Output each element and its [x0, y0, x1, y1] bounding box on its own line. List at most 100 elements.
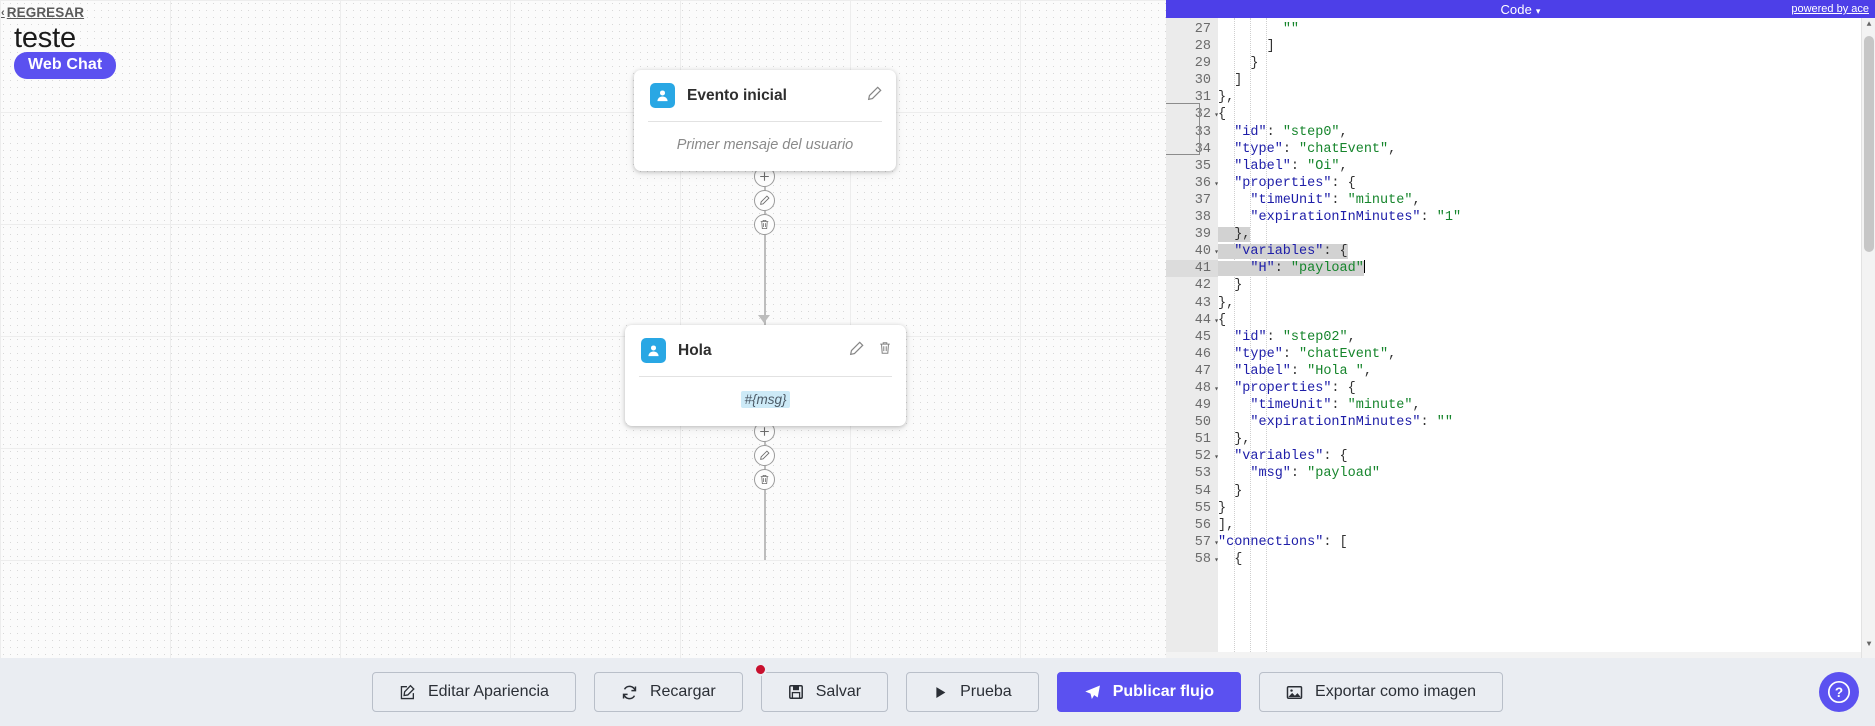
publish-button[interactable]: Publicar flujo [1056, 672, 1242, 712]
code-line-49[interactable]: "timeUnit": "minute", [1250, 398, 1421, 414]
code-line-45[interactable]: "id": "step02", [1234, 329, 1356, 345]
code-line-55[interactable]: } [1218, 500, 1227, 516]
code-line-41[interactable]: "H": "payload" [1218, 260, 1861, 277]
gutter-line-35[interactable]: 35 [1194, 158, 1211, 174]
code-line-31[interactable]: }, [1218, 90, 1235, 106]
code-line-32[interactable]: { [1218, 107, 1227, 123]
help-button[interactable]: ? [1819, 672, 1859, 712]
editor-horizontal-scrollbar[interactable] [1166, 652, 1861, 658]
gutter-line-50[interactable]: 50 [1194, 415, 1211, 431]
gutter-line-28[interactable]: 28 [1194, 39, 1211, 55]
code-line-35[interactable]: "label": "Oi", [1234, 158, 1348, 174]
gutter-line-43[interactable]: 43 [1194, 295, 1211, 311]
export-image-button[interactable]: Exportar como imagen [1259, 672, 1504, 712]
code-line-29[interactable]: } [1218, 56, 1259, 72]
test-button[interactable]: Prueba [906, 672, 1039, 712]
edit-step-button[interactable] [754, 190, 775, 211]
gutter-line-38[interactable]: 38 [1194, 210, 1211, 226]
code-line-36[interactable]: "properties": { [1234, 175, 1356, 191]
code-line-54[interactable]: } [1218, 483, 1243, 499]
code-line-42[interactable]: } [1218, 278, 1243, 294]
pencil-icon[interactable] [867, 85, 882, 106]
gutter-line-47[interactable]: 47 [1194, 363, 1211, 379]
code-line-28[interactable]: ] [1218, 39, 1275, 55]
ace-credit-link[interactable]: powered by ace [1791, 3, 1869, 15]
scroll-up-arrow-icon[interactable]: ▲ [1866, 20, 1872, 30]
flow-node-hola[interactable]: Hola #{msg} [625, 325, 906, 426]
flow-canvas[interactable]: ‹ REGRESAR teste Web Chat [0, 0, 1166, 658]
code-line-34[interactable]: "type": "chatEvent", [1234, 141, 1397, 157]
code-line-30[interactable]: ] [1218, 73, 1243, 89]
fold-toggle-icon[interactable]: ▾ [1214, 555, 1219, 565]
editor-vertical-scrollbar[interactable]: ▲ ▼ [1861, 18, 1875, 658]
gutter-line-39[interactable]: 39 [1194, 227, 1211, 243]
edit-appearance-button[interactable]: Editar Apariencia [371, 672, 576, 712]
code-line-27[interactable]: "" [1282, 22, 1300, 37]
delete-step-button[interactable] [754, 469, 775, 490]
gutter-line-45[interactable]: 45 [1194, 329, 1211, 345]
gutter-line-56[interactable]: 56 [1194, 517, 1211, 533]
gutter-line-33[interactable]: 33 [1194, 124, 1211, 140]
gutter-line-37[interactable]: 37 [1194, 192, 1211, 208]
code-line-56[interactable]: ], [1218, 517, 1235, 533]
code-line-50[interactable]: "expirationInMinutes": "" [1250, 415, 1453, 431]
fold-toggle-icon[interactable]: ▾ [1214, 179, 1219, 189]
gutter-line-55[interactable]: 55 [1194, 500, 1211, 516]
code-line-37[interactable]: "timeUnit": "minute", [1250, 192, 1421, 208]
code-line-58[interactable]: { [1218, 551, 1243, 567]
fold-toggle-icon[interactable]: ▾ [1214, 538, 1219, 548]
code-line-52[interactable]: "variables": { [1234, 449, 1348, 465]
fold-toggle-icon[interactable]: ▾ [1214, 453, 1219, 463]
gutter-line-29[interactable]: 29 [1194, 56, 1211, 72]
save-button[interactable]: Salvar [753, 663, 889, 712]
back-link[interactable]: ‹ REGRESAR [1, 5, 84, 20]
connector-tools-2[interactable] [754, 421, 775, 490]
code-line-33[interactable]: "id": "step0", [1234, 124, 1348, 140]
gutter-line-36[interactable]: 36▾ [1166, 175, 1219, 192]
gutter-line-53[interactable]: 53 [1194, 466, 1211, 482]
editor-code-area[interactable]: "" ] } ]},{ "id": "step0", "type": "chat… [1218, 18, 1861, 658]
gutter-line-49[interactable]: 49 [1194, 398, 1211, 414]
gutter-line-42[interactable]: 42 [1194, 278, 1211, 294]
fold-toggle-icon[interactable]: ▾ [1214, 384, 1219, 394]
fold-toggle-icon[interactable]: ▾ [1214, 248, 1219, 258]
pencil-icon[interactable] [849, 340, 864, 361]
code-line-57[interactable]: "connections": [ [1218, 534, 1348, 550]
gutter-line-31[interactable]: 31 [1194, 90, 1211, 106]
fold-toggle-icon[interactable]: ▾ [1214, 111, 1219, 121]
gutter-line-32[interactable]: 32▾ [1166, 106, 1219, 123]
code-line-39[interactable]: }, [1218, 227, 1251, 243]
gutter-line-48[interactable]: 48▾ [1166, 380, 1219, 397]
code-panel-title-group[interactable]: Code▾ [1166, 2, 1875, 17]
trash-icon[interactable] [878, 341, 892, 360]
connector-tools-1[interactable] [754, 166, 775, 235]
code-line-43[interactable]: }, [1218, 295, 1235, 311]
gutter-line-51[interactable]: 51 [1194, 432, 1211, 448]
gutter-line-46[interactable]: 46 [1194, 346, 1211, 362]
gutter-line-58[interactable]: 58▾ [1166, 551, 1219, 568]
edit-step-button[interactable] [754, 445, 775, 466]
code-line-51[interactable]: }, [1218, 432, 1251, 448]
code-line-48[interactable]: "properties": { [1234, 380, 1356, 396]
fold-toggle-icon[interactable]: ▾ [1214, 316, 1219, 326]
gutter-line-41[interactable]: 41 [1166, 260, 1218, 278]
code-line-46[interactable]: "type": "chatEvent", [1234, 346, 1397, 362]
code-line-53[interactable]: "msg": "payload" [1250, 466, 1381, 482]
gutter-line-34[interactable]: 34 [1194, 141, 1211, 157]
gutter-line-40[interactable]: 40▾ [1166, 243, 1219, 260]
gutter-line-44[interactable]: 44▾ [1166, 312, 1219, 329]
add-step-button[interactable] [754, 421, 775, 442]
code-line-40[interactable]: "variables": { [1218, 243, 1861, 260]
scrollbar-thumb[interactable] [1864, 36, 1874, 252]
gutter-line-57[interactable]: 57▾ [1166, 534, 1219, 551]
gutter-line-54[interactable]: 54 [1194, 483, 1211, 499]
code-line-47[interactable]: "label": "Hola ", [1234, 363, 1372, 379]
gutter-line-27[interactable]: 27 [1194, 22, 1211, 37]
gutter-line-30[interactable]: 30 [1194, 73, 1211, 89]
gutter-line-52[interactable]: 52▾ [1166, 448, 1219, 465]
code-line-44[interactable]: { [1218, 312, 1227, 328]
reload-button[interactable]: Recargar [593, 672, 743, 712]
code-line-38[interactable]: "expirationInMinutes": "1" [1250, 210, 1462, 226]
